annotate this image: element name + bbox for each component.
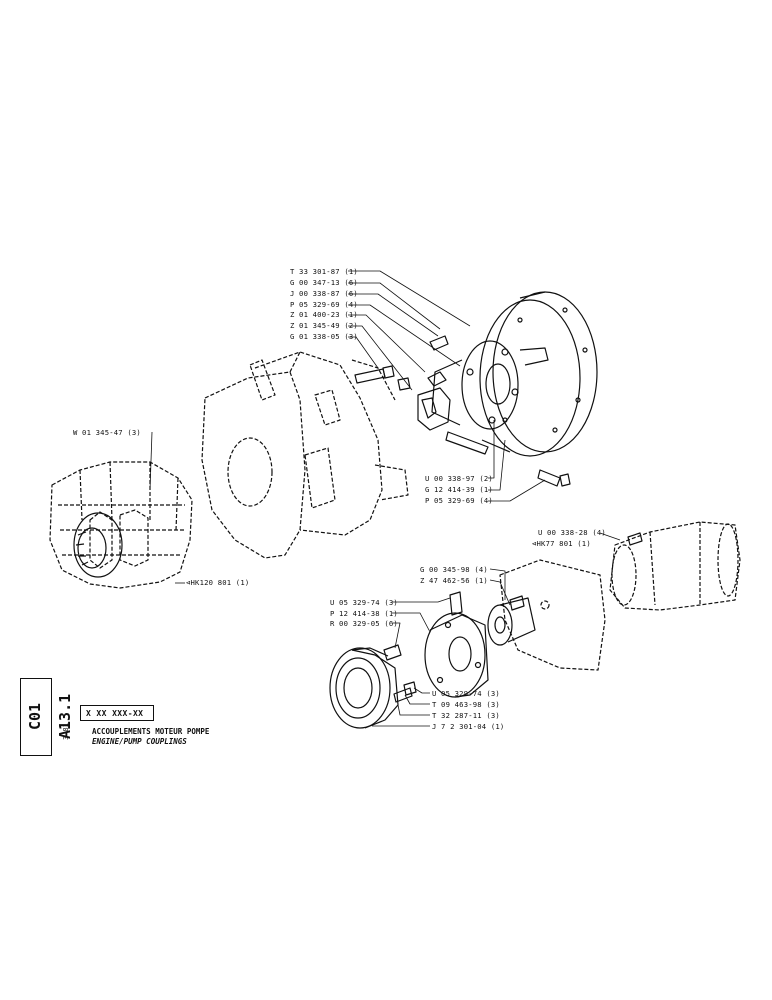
engine-output-shaft [73,512,123,578]
pump-bolt [509,532,643,611]
coupling-ring [424,612,489,698]
callout-t33301: T 33 301-87 (1) [290,267,358,276]
callout-t09463: T 09 463-98 (3) [432,700,500,709]
drawing-date: 3-81 [62,723,70,740]
hk120-text: HK120 801 (1) [190,578,250,587]
flange-bolt [393,681,417,703]
callout-z01400: Z 01 400-23 (1) [290,310,358,319]
hk77-text: HK77 801 (1) [536,539,591,548]
callout-p12414: P 12 414-38 (1) [330,609,398,618]
part-number-box [80,705,154,721]
callout-hk120: ⊲HK120 801 (1) [186,578,250,587]
callout-w01345: W 01 345-47 (3) [73,428,141,437]
callout-j00338: J 00 338-87 (6) [290,289,358,298]
title-english: ENGINE/PUMP COUPLINGS [92,737,187,746]
callout-r00329: R 00 329-05 (6) [330,619,398,628]
callout-g12414: G 12 414-39 (1) [425,485,493,494]
callout-g00345: G 00 345-98 (4) [420,565,488,574]
flange-coupling [329,647,399,729]
callout-t32287: T 32 287-11 (3) [432,711,500,720]
ring-bolt [383,591,463,661]
housing-bolt [354,365,395,384]
callout-g01338: G 01 338-05 (3) [290,332,358,341]
title-french: ACCOUPLEMENTS MOTEUR POMPE [92,727,210,736]
drawing-code: C01 A13.1 [26,693,74,739]
part-number: X XX XXX-XX [86,709,144,718]
callout-p05329a: P 05 329-69 (4) [290,300,358,309]
pump-shaft-sleeve [487,597,536,646]
callout-u05329b: U 05 329-74 (3) [432,689,500,698]
callout-z01345: Z 01 345-49 (2) [290,321,358,330]
callout-j72301: J 7 2 301-04 (1) [432,722,505,731]
elastic-element [417,371,451,431]
leader-lines [149,270,621,727]
callout-g00347: G 00 347-13 (6) [290,278,358,287]
hydraulic-pump [499,521,741,671]
callout-hk77: ⊲HK77 801 (1) [532,539,591,548]
bell-housing [201,351,409,559]
callout-p05329b: P 05 329-69 (4) [425,496,493,505]
code-box [20,678,52,756]
callout-u05329a: U 05 329-74 (3) [330,598,398,607]
flywheel-plate [479,291,598,457]
coupling-hub [431,340,549,430]
callout-u00338a: U 00 338-97 (2) [425,474,493,483]
callout-u00338b: U 00 338-28 (4) [538,528,606,537]
engine-block [49,461,193,589]
callout-z47462: Z 47 462-56 (1) [420,576,488,585]
